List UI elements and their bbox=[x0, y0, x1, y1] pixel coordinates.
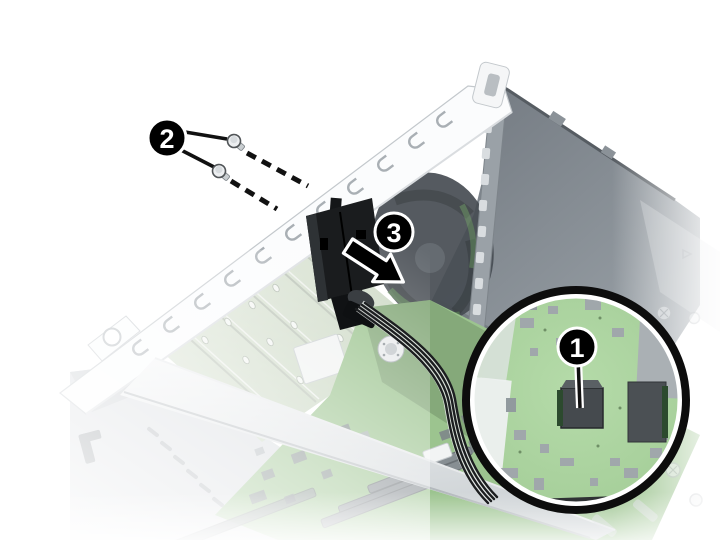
callout-2-badge: 2 bbox=[146, 117, 188, 159]
dashed-guide bbox=[245, 150, 310, 189]
callout-1-label: 1 bbox=[569, 333, 584, 363]
lens-inner-ring bbox=[469, 293, 683, 507]
magnifier-inset: 1 bbox=[462, 286, 690, 514]
lens-vias bbox=[518, 316, 622, 454]
screw bbox=[226, 133, 245, 151]
leader-line bbox=[184, 130, 228, 141]
screw bbox=[211, 163, 230, 181]
lens-smd-parts bbox=[500, 296, 668, 490]
callout-1-badge: 1 bbox=[556, 326, 598, 368]
leader-line bbox=[180, 148, 215, 169]
callout-2-group: 2 bbox=[146, 117, 310, 212]
callout-3-label: 3 bbox=[386, 218, 401, 248]
removal-arrow bbox=[341, 237, 405, 284]
callout-3-badge: 3 bbox=[373, 211, 415, 253]
callout-2-label: 2 bbox=[159, 124, 174, 154]
lens-outer-ring bbox=[462, 286, 690, 514]
right-lens-component bbox=[627, 381, 668, 443]
dashed-guide bbox=[229, 178, 279, 212]
cable-bundle bbox=[354, 300, 499, 505]
